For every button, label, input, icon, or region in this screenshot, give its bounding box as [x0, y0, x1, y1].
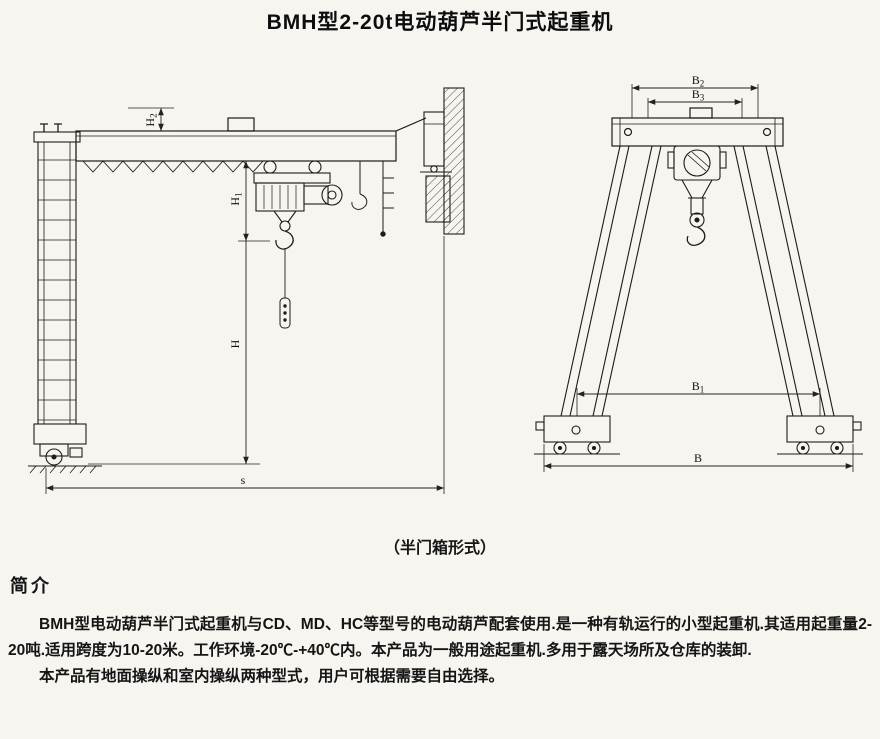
- bottom-carriage-right: [777, 415, 863, 455]
- page-title: BMH型2-20t电动葫芦半门式起重机: [266, 11, 614, 34]
- side-view-dimensions: [45, 107, 445, 494]
- dim-label-b2: B2: [692, 73, 705, 89]
- dim-label-b: B: [694, 451, 702, 465]
- dim-label-h2: H2: [143, 113, 159, 126]
- gantry-legs: [560, 145, 835, 417]
- hoist-trolley: [253, 160, 343, 232]
- dim-label-h1: H1: [228, 192, 244, 205]
- main-girder: [75, 117, 427, 173]
- end-view-hoist: [667, 145, 727, 246]
- hook-icon: [275, 230, 294, 250]
- dim-label-s: s: [241, 473, 246, 487]
- bottom-carriage-left: [534, 415, 620, 455]
- wall-bracket: [420, 87, 465, 235]
- drawing-caption: （半门箱形式）: [383, 540, 496, 557]
- pendant-control: [279, 248, 291, 329]
- end-view-dimensions: [543, 84, 854, 472]
- intro-paragraph-1: BMH型电动葫芦半门式起重机与CD、MD、HC等型号的电动葫芦配套使用.是一种有…: [8, 616, 872, 659]
- intro-paragraph-2: 本产品有地面操纵和室内操纵两种型式，用户可根据需要自由选择。: [39, 668, 505, 685]
- left-leg: [33, 123, 81, 424]
- power-feed-line: [380, 161, 394, 237]
- dim-label-b3: B3: [692, 87, 705, 103]
- intro-text-block: BMH型电动葫芦半门式起重机与CD、MD、HC等型号的电动葫芦配套使用.是一种有…: [8, 612, 872, 690]
- side-view-drawing: H2 H1 H s: [28, 87, 465, 494]
- intro-heading: 简介: [10, 576, 52, 596]
- dim-label-h: H: [228, 339, 242, 348]
- leg-travel-bogie: [28, 423, 102, 474]
- top-beam: [611, 107, 784, 147]
- cable-hook-icon: [351, 161, 368, 210]
- end-view-drawing: B2 B3 B1 B: [534, 73, 863, 472]
- dim-label-b1: B1: [692, 379, 705, 395]
